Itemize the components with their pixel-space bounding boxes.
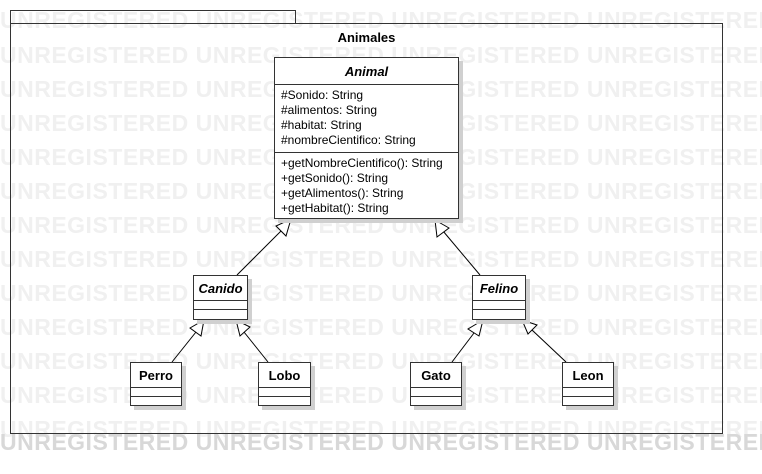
operations-compartment <box>563 397 613 405</box>
class-name: Lobo <box>259 363 310 388</box>
attributes-compartment <box>194 301 247 310</box>
edge-canido-animal[interactable] <box>236 230 282 276</box>
operations-compartment <box>259 397 310 405</box>
class-name: Perro <box>131 363 181 388</box>
operation: +getNombreCientifico(): String <box>281 156 443 170</box>
operations-compartment: +getNombreCientifico(): String +getSonid… <box>275 153 458 218</box>
attribute: #alimentos: String <box>281 103 378 117</box>
inheritance-arrowhead <box>235 319 251 337</box>
class-gato[interactable]: Gato <box>410 362 462 406</box>
class-canido[interactable]: Canido <box>193 275 248 320</box>
edge-lobo-canido[interactable] <box>243 331 269 363</box>
edge-felino-animal[interactable] <box>442 230 481 276</box>
operations-compartment <box>411 397 461 405</box>
attributes-compartment <box>473 301 525 310</box>
class-name: Gato <box>411 363 461 388</box>
attribute: #habitat: String <box>281 118 362 132</box>
class-felino[interactable]: Felino <box>472 275 526 320</box>
edge-gato-felino[interactable] <box>451 332 475 363</box>
package-name: Animales <box>337 30 396 45</box>
inheritance-arrowhead <box>521 319 538 335</box>
attributes-compartment <box>131 388 181 397</box>
class-name: Canido <box>194 276 247 301</box>
attribute: #Sonido: String <box>281 88 364 102</box>
class-name: Felino <box>473 276 525 301</box>
attributes-compartment: #Sonido: String #alimentos: String #habi… <box>275 85 458 153</box>
attribute: #nombreCientifico: String <box>281 133 416 147</box>
attributes-compartment <box>563 388 613 397</box>
class-perro[interactable]: Perro <box>130 362 182 406</box>
class-lobo[interactable]: Lobo <box>258 362 311 406</box>
class-leon[interactable]: Leon <box>562 362 614 406</box>
operation: +getHabitat(): String <box>281 201 389 215</box>
edge-leon-felino[interactable] <box>531 329 567 363</box>
class-name: Animal <box>275 58 458 85</box>
package-tab[interactable] <box>10 10 296 24</box>
class-animal[interactable]: Animal #Sonido: String #alimentos: Strin… <box>274 57 459 219</box>
inheritance-arrowhead <box>275 218 292 237</box>
attributes-compartment <box>259 388 310 397</box>
class-name: Leon <box>563 363 613 388</box>
edge-perro-canido[interactable] <box>171 331 197 363</box>
inheritance-arrowhead <box>189 319 205 337</box>
operation: +getSonido(): String <box>281 171 389 185</box>
inheritance-arrowhead <box>434 219 450 238</box>
package-animales[interactable]: Animales <box>10 23 723 434</box>
inheritance-arrowhead <box>467 318 484 337</box>
operation: +getAlimentos(): String <box>281 186 404 200</box>
operations-compartment <box>194 310 247 319</box>
operations-compartment <box>131 397 181 405</box>
operations-compartment <box>473 310 525 319</box>
attributes-compartment <box>411 388 461 397</box>
